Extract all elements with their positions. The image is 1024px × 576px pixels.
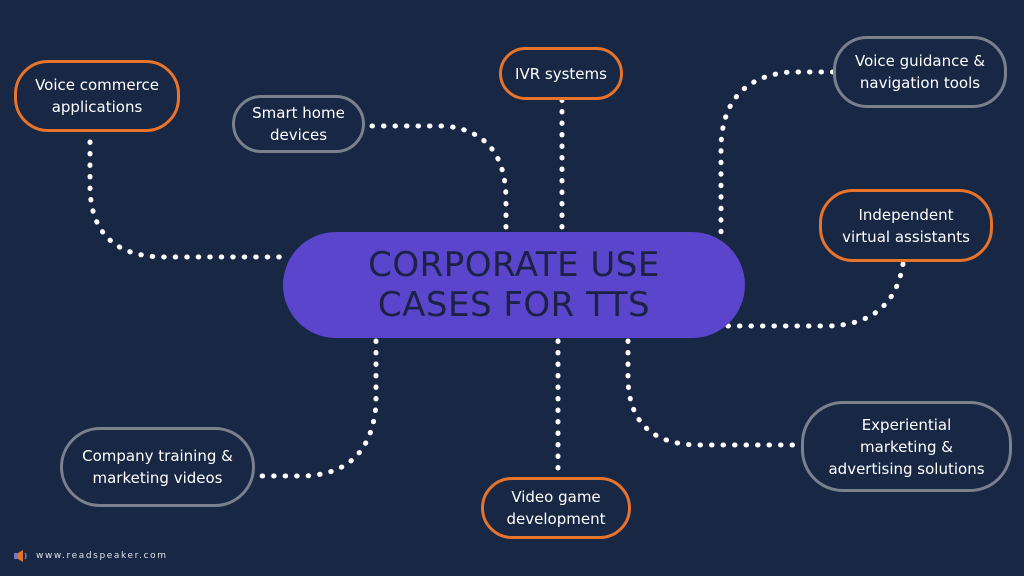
node-voice-commerce: Voice commerce applications	[14, 60, 180, 132]
website-url: www.readspeaker.com	[36, 551, 168, 561]
node-virtual-assistants: Independent virtual assistants	[819, 189, 993, 262]
speaker-icon	[14, 550, 27, 562]
connector-company-training	[252, 338, 379, 479]
node-video-game: Video game development	[481, 477, 631, 539]
connector-experiential-marketing	[625, 338, 804, 448]
connector-virtual-assistants	[725, 261, 906, 329]
brand-footer: www.readspeaker.com	[14, 550, 168, 562]
node-smart-home: Smart home devices	[232, 95, 365, 153]
node-voice-guidance: Voice guidance & navigation tools	[833, 36, 1007, 108]
connector-voice-commerce	[87, 139, 288, 260]
center-topic: CORPORATE USE CASES FOR TTS	[283, 232, 745, 338]
node-experiential-marketing: Experiential marketing & advertising sol…	[801, 401, 1012, 492]
node-ivr-systems: IVR systems	[499, 47, 623, 100]
node-company-training: Company training & marketing videos	[60, 427, 255, 507]
connector-voice-guidance	[718, 69, 836, 235]
connector-smart-home	[369, 123, 509, 235]
